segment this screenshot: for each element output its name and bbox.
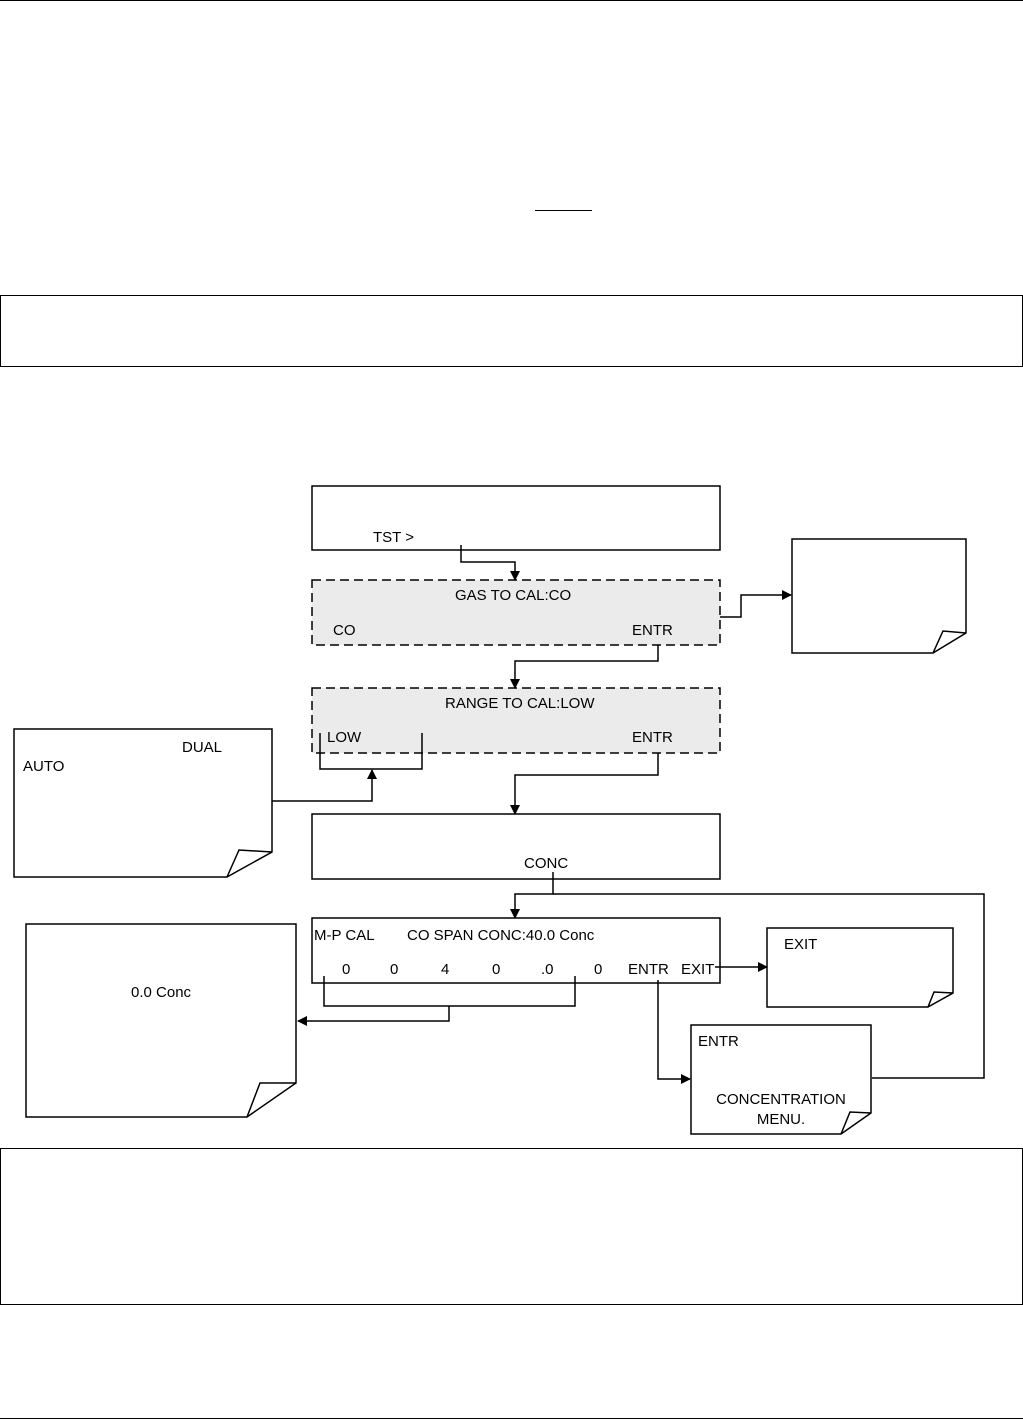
auto-dual-note: DUAL AUTO [13, 728, 273, 878]
digit-key-3[interactable]: 4 [441, 961, 449, 978]
note-to-low-arrow [272, 769, 377, 802]
tst-key[interactable]: TST > [373, 529, 414, 546]
conc-key[interactable]: CONC [524, 855, 568, 872]
digit-key-6[interactable]: 0 [594, 961, 602, 978]
digits-to-zero-arrow [297, 1006, 450, 1026]
digit-key-2[interactable]: 0 [390, 961, 398, 978]
entr-to-note-arrow [657, 980, 691, 1084]
gas-to-cal-title: GAS TO CAL:CO [455, 587, 571, 604]
mode-label: M-P CAL [314, 927, 375, 944]
top-rule [0, 0, 1023, 1]
exit-note: EXIT [766, 927, 954, 1008]
zero-conc-value: 0.0 Conc [131, 984, 192, 1001]
entr-loop-line [553, 893, 985, 1079]
exit-note-label: EXIT [784, 936, 817, 953]
tst-to-gas-arrow [460, 545, 520, 581]
gas-to-note-arrow [720, 590, 792, 618]
span-conc-screen: M-P CAL CO SPAN CONC:40.0 Conc 0 0 4 0 .… [311, 917, 721, 984]
underline-mark [535, 210, 592, 211]
gas-to-range-arrow [510, 645, 659, 689]
bottom-rule [0, 1418, 1023, 1419]
digit-key-1[interactable]: 0 [342, 961, 350, 978]
co-key[interactable]: CO [333, 622, 356, 639]
gas-entr-key[interactable]: ENTR [632, 622, 673, 639]
gas-to-cal-screen: GAS TO CAL:CO CO ENTR [311, 579, 721, 646]
range-to-cal-screen: RANGE TO CAL:LOW LOW ENTR [311, 687, 721, 754]
digit-key-4[interactable]: 0 [492, 961, 500, 978]
gas-note [791, 538, 967, 654]
entr-note-label: ENTR [698, 1033, 739, 1050]
conc-to-span-arrow [510, 872, 554, 919]
range-to-conc-arrow [510, 753, 659, 815]
entr-note-line2: MENU. [757, 1111, 805, 1128]
low-key[interactable]: LOW [327, 729, 362, 746]
connectors [272, 545, 985, 1084]
entr-note: ENTR CONCENTRATION MENU. [690, 1024, 872, 1135]
tst-screen: TST > [311, 485, 721, 551]
span-entr-key[interactable]: ENTR [628, 961, 669, 978]
span-conc-title: CO SPAN CONC:40.0 Conc [407, 927, 595, 944]
zero-conc-note: 0.0 Conc [25, 923, 297, 1118]
digit-key-5[interactable]: .0 [541, 961, 554, 978]
conc-screen: CONC [311, 813, 721, 880]
auto-label: AUTO [23, 758, 64, 775]
range-entr-key[interactable]: ENTR [632, 729, 673, 746]
entr-note-line1: CONCENTRATION [716, 1091, 846, 1108]
dual-label: DUAL [182, 739, 222, 756]
range-to-cal-title: RANGE TO CAL:LOW [445, 695, 595, 712]
span-exit-key[interactable]: EXIT [681, 961, 714, 978]
